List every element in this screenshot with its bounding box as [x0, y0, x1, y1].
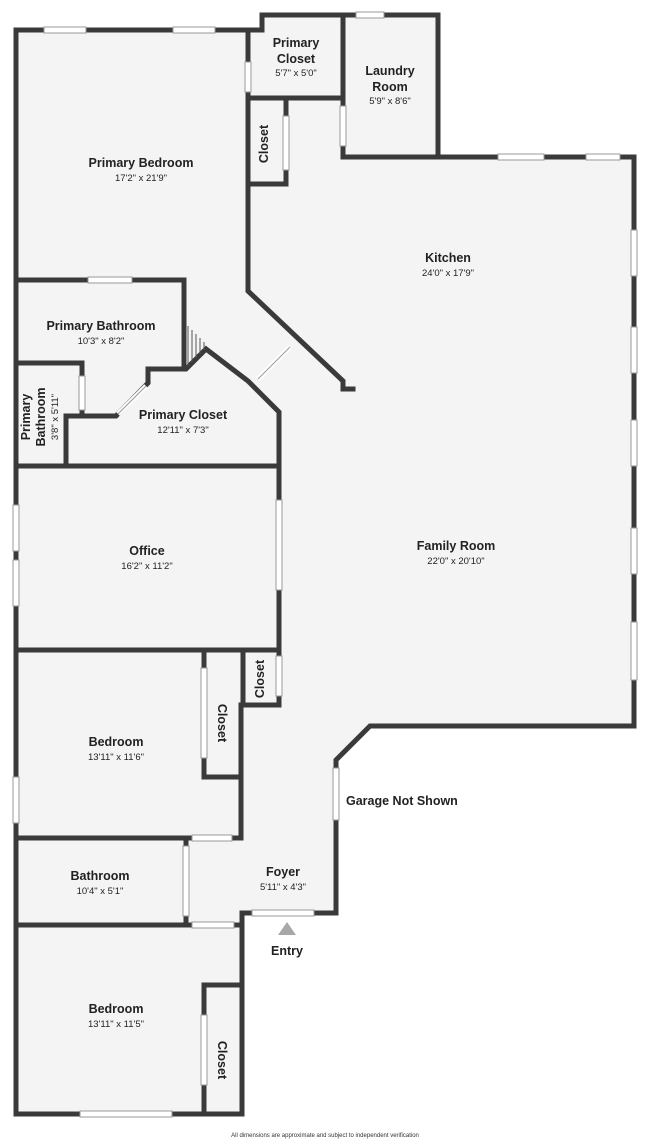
- window: [12, 504, 20, 552]
- doorway: [191, 921, 235, 929]
- primary-bathroom-dims: 10'3" x 8'2": [78, 336, 125, 347]
- window: [12, 559, 20, 607]
- doorway: [200, 667, 208, 759]
- primary-closet-top-name-2: Closet: [277, 52, 316, 66]
- doorway: [282, 115, 290, 171]
- bathroom-dims: 10'4" x 5'1": [77, 886, 124, 897]
- room-labels: Primary Bedroom 17'2" x 21'9" Primary Cl…: [19, 36, 495, 1080]
- window: [630, 419, 638, 467]
- bedroom2-dims: 13'11" x 11'5": [88, 1019, 144, 1030]
- doorway: [275, 499, 283, 591]
- window: [43, 26, 87, 34]
- diagonal-doorway-edge: [257, 346, 291, 380]
- diagonal-doorway-edge: [117, 385, 147, 415]
- foyer-dims: 5'11" x 4'3": [260, 882, 306, 893]
- bathroom-name: Bathroom: [70, 869, 129, 883]
- primary-bathroom-small-dims: 3'8" x 5'11": [50, 394, 61, 440]
- bedroom1-dims: 13'11" x 11'6": [88, 752, 144, 763]
- window: [497, 153, 545, 161]
- kitchen-dims: 24'0" x 17'9": [422, 268, 474, 279]
- laundry-room-name-2: Room: [372, 80, 407, 94]
- primary-closet-top-name-1: Primary: [273, 36, 320, 50]
- primary-bathroom-walls: [13, 277, 187, 369]
- windows: [12, 11, 638, 1118]
- family-room-name: Family Room: [417, 539, 496, 553]
- primary-closet-mid-name: Primary Closet: [139, 408, 228, 422]
- stair-hatch: [187, 326, 205, 366]
- laundry-room-name-1: Laundry: [365, 64, 414, 78]
- doorway: [339, 105, 347, 147]
- footnote: All dimensions are approximate and subje…: [231, 1133, 419, 1139]
- window: [79, 1110, 173, 1118]
- bedroom1-right-wall: [13, 702, 244, 841]
- family-room-dims: 22'0" x 20'10": [427, 556, 484, 567]
- office-dims: 16'2" x 11'2": [121, 561, 172, 572]
- bedroom-diagonal-wall: [245, 181, 356, 392]
- window: [12, 776, 20, 824]
- window: [172, 26, 216, 34]
- entry-label: Entry: [271, 944, 303, 958]
- window: [630, 621, 638, 681]
- garage-label: Garage Not Shown: [346, 794, 458, 808]
- doorway: [244, 61, 252, 93]
- window: [630, 527, 638, 575]
- outer-wall: [13, 12, 637, 1117]
- primary-bedroom-name: Primary Bedroom: [89, 156, 194, 170]
- doorway: [275, 655, 283, 697]
- doorway: [78, 375, 86, 411]
- closet-mid-name: Closet: [253, 659, 267, 698]
- doorway: [87, 276, 133, 284]
- window: [585, 153, 621, 161]
- bedroom2-name: Bedroom: [89, 1002, 144, 1016]
- main-floor: [16, 15, 634, 1114]
- primary-closet-mid-dims: 12'11" x 7'3": [157, 425, 208, 436]
- kitchen-name: Kitchen: [425, 251, 471, 265]
- primary-bathroom-small-name-1: Primary: [19, 394, 33, 441]
- window: [355, 11, 385, 19]
- primary-bathroom-small-name-2: Bathroom: [34, 387, 48, 446]
- bedroom2-closet-name: Closet: [215, 1041, 229, 1080]
- window: [630, 326, 638, 374]
- closet-upper-name: Closet: [257, 124, 271, 163]
- bedroom1-name: Bedroom: [89, 735, 144, 749]
- primary-bathroom-name: Primary Bathroom: [46, 319, 155, 333]
- laundry-room-dims: 5'9" x 8'6": [369, 96, 411, 107]
- entry-doorway: [251, 909, 315, 917]
- floor-fills: [16, 15, 634, 1114]
- doorway: [191, 834, 233, 842]
- window: [630, 229, 638, 277]
- foyer-name: Foyer: [266, 865, 300, 879]
- primary-bedroom-dims: 17'2" x 21'9": [115, 173, 167, 184]
- doorway: [332, 767, 340, 821]
- primary-closet-top-dims: 5'7" x 5'0": [275, 68, 317, 79]
- office-name: Office: [129, 544, 164, 558]
- bedroom1-closet-name: Closet: [215, 704, 229, 743]
- doorway: [182, 845, 190, 917]
- doorway: [200, 1014, 208, 1086]
- doorways: [78, 61, 347, 1086]
- entry-arrow-icon: [278, 922, 296, 935]
